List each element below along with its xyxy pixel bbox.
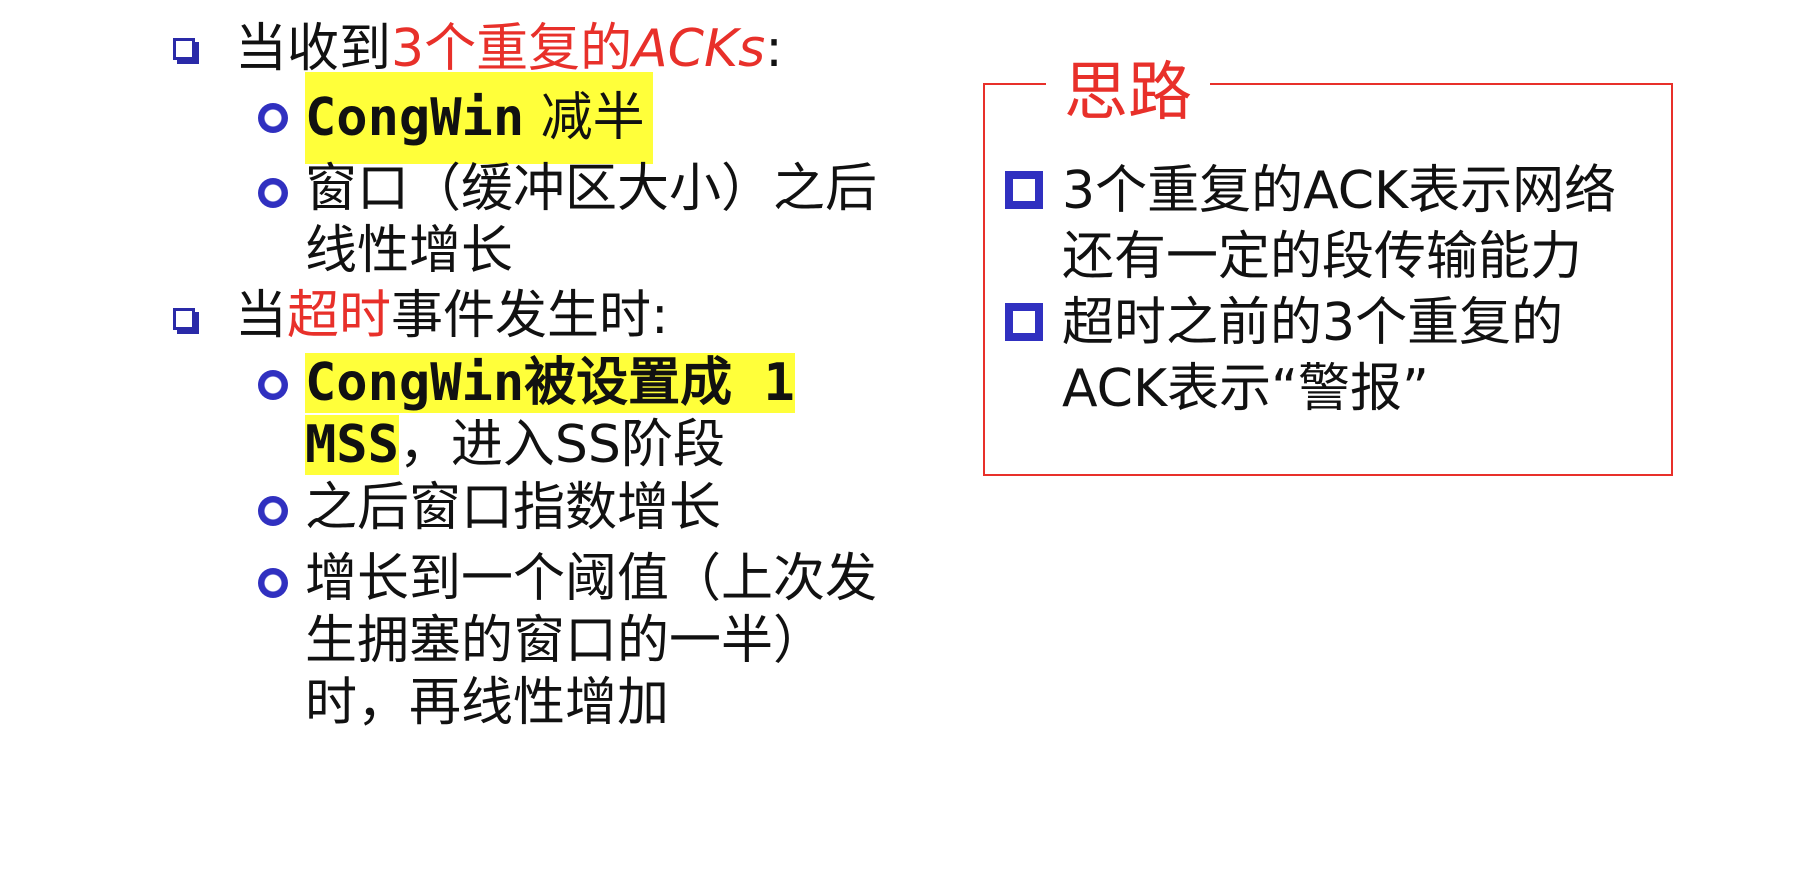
sub-item-text: 窗口（缓冲区大小）之后线性增长: [305, 159, 878, 281]
sub-item-congwin-halved: CongWin 减半: [305, 72, 925, 164]
item-suffix: :: [765, 19, 783, 79]
left-bullet-list: 当收到3个重复的ACKs: CongWin 减半 窗口（缓冲区大小）之后线性增长…: [173, 18, 925, 734]
circle-bullet-icon: [258, 568, 288, 598]
idea-item-1: 3个重复的ACK表示网络还有一定的段传输能力: [1062, 161, 1617, 287]
highlight-block: CongWin 减半: [305, 72, 653, 164]
circle-bullet-icon: [258, 496, 288, 526]
square-bullet-icon: [173, 308, 195, 330]
item-highlight-acks: ACKs: [632, 19, 766, 79]
sub-item-congwin-reset: CongWin被设置成 1 MSS，进入SS阶段: [305, 352, 825, 476]
circle-bullet-icon: [258, 178, 288, 208]
code-congwin: CongWin: [305, 88, 525, 148]
idea-box-title: 思路: [1046, 54, 1210, 132]
item-prefix: 当: [235, 286, 288, 346]
sub-item-text: 增长到一个阈值（上次发生拥塞的窗口的一半）时，再线性增加: [305, 549, 878, 733]
sub-item-text: 之后窗口指数增长: [305, 478, 722, 538]
circle-bullet-icon: [258, 370, 288, 400]
item-prefix: 当收到: [235, 19, 392, 79]
square-bullet-icon: [173, 38, 195, 60]
item-highlight-number: 3个重复的: [391, 19, 633, 79]
sub-item-rest: ，进入SS阶段: [398, 415, 725, 475]
square-bullet-icon: [1005, 171, 1043, 209]
sub-item-text-bold: 被设置成 1 MSS: [305, 353, 795, 475]
code-congwin: CongWin: [305, 353, 525, 413]
idea-box: [983, 83, 1673, 476]
square-bullet-icon: [1005, 303, 1043, 341]
idea-item-2: 超时之前的3个重复的ACK表示“警报”: [1062, 293, 1564, 419]
bullet-item-three-dup-acks: 当收到3个重复的ACKs:: [235, 18, 783, 80]
item-suffix: 事件发生时:: [391, 286, 669, 346]
item-highlight-timeout: 超时: [287, 286, 392, 346]
sub-item-text: 减半: [524, 88, 645, 148]
sub-item-threshold-linear: 增长到一个阈值（上次发生拥塞的窗口的一半）时，再线性增加: [305, 548, 915, 734]
sub-item-linear-growth: 窗口（缓冲区大小）之后线性增长: [305, 158, 915, 282]
sub-item-exponential-growth: 之后窗口指数增长: [305, 477, 925, 539]
bullet-item-timeout: 当超时事件发生时:: [235, 285, 669, 347]
circle-bullet-icon: [258, 103, 288, 133]
